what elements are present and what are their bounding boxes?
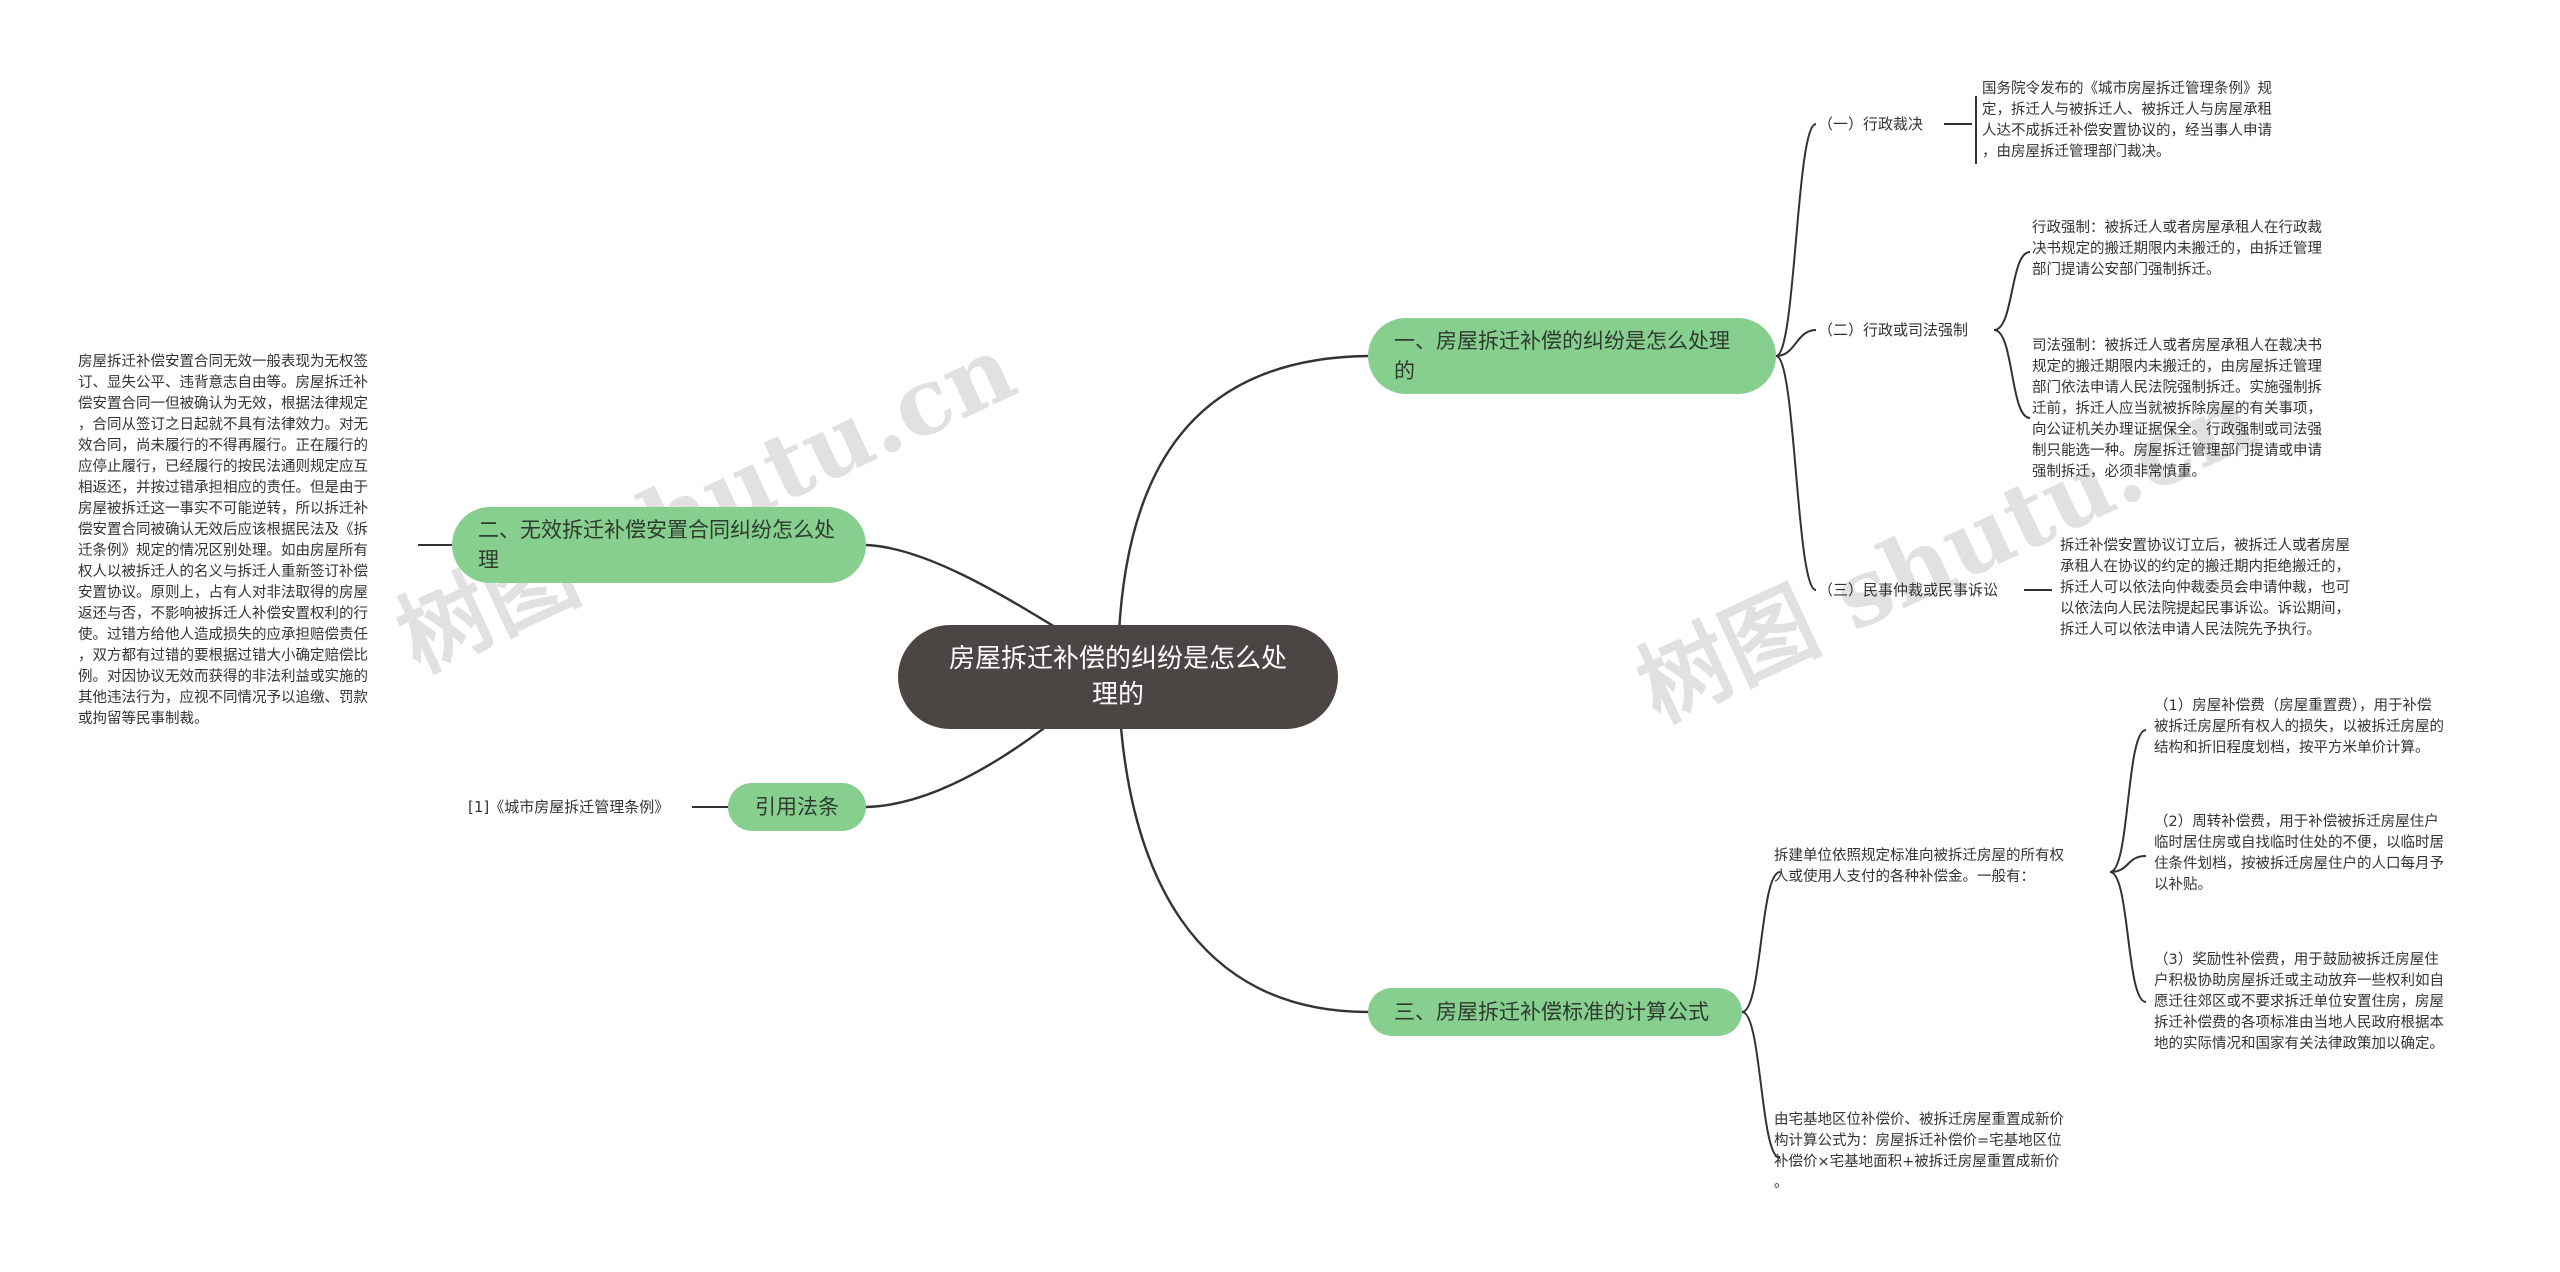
edge-b1-c2	[1775, 329, 1817, 357]
edge-b4-d1	[1741, 871, 1781, 1013]
text-compensation-item-1: （1）房屋补偿费（房屋重置费），用于补偿 被拆迁房屋所有权人的损失，以被拆迁房屋…	[2154, 698, 2444, 756]
text-administrative-enforcement: 行政强制：被拆迁人或者房屋承租人在行政裁 决书规定的搬迁期限内未搬迁的，由拆迁管…	[2032, 220, 2322, 278]
edge-b1-c3	[1775, 355, 1817, 591]
edge-b4-d2	[1741, 1011, 1781, 1159]
branch-node-3[interactable]: 引用法条	[728, 783, 866, 831]
text-compensation-item-3: （3）奖励性补偿费，用于鼓励被拆迁房屋住 户积极协助房屋拆迁或主动放弃一些权利如…	[2154, 952, 2444, 1052]
branch-1-label: 一、房屋拆迁补偿的纠纷是怎么处理的	[1394, 329, 1730, 383]
text-administrative-ruling: 国务院令发布的《城市房屋拆迁管理条例》规 定，拆迁人与被拆迁人、被拆迁人与房屋承…	[1982, 81, 2272, 160]
subtopic-enforcement[interactable]: （二）行政或司法强制	[1818, 321, 1969, 339]
text-arbitration-litigation: 拆迁补偿安置协议订立后，被拆迁人或者房屋 承租人在协议的约定的搬迁期内拒绝搬迁的…	[2060, 538, 2350, 638]
branch-2-label: 二、无效拆迁补偿安置合同纠纷怎么处理	[478, 518, 835, 572]
edge-c2-leaf1	[1993, 251, 2031, 331]
edge-root-b4	[1116, 664, 1369, 1014]
text-compensation-formula: 由宅基地区位补偿价、被拆迁房屋重置成新价 构计算公式为：房屋拆迁补偿价=宅基地区…	[1774, 1112, 2064, 1191]
branch-node-1[interactable]: 一、房屋拆迁补偿的纠纷是怎么处理的	[1368, 318, 1776, 394]
branch-node-4[interactable]: 三、房屋拆迁补偿标准的计算公式	[1368, 988, 1742, 1036]
branch-node-2[interactable]: 二、无效拆迁补偿安置合同纠纷怎么处理	[452, 507, 866, 583]
edge-b1-c1	[1775, 123, 1817, 357]
text-judicial-enforcement: 司法强制：被拆迁人或者房屋承租人在裁决书 规定的搬迁期限内未搬迁的，由房屋拆迁管…	[2032, 338, 2322, 480]
subtopic-arbitration-litigation[interactable]: （三）民事仲裁或民事诉讼	[1818, 581, 1999, 599]
text-invalid-contract: 房屋拆迁补偿安置合同无效一般表现为无权签 订、显失公平、违背意志自由等。房屋拆迁…	[78, 354, 368, 727]
edge-root-b1	[1116, 354, 1369, 666]
edge-d1-item2	[2109, 855, 2147, 873]
edge-d1-item1	[2109, 729, 2147, 873]
branch-4-label: 三、房屋拆迁补偿标准的计算公式	[1394, 1000, 1709, 1024]
subtopic-administrative-ruling[interactable]: （一）行政裁决	[1818, 115, 1924, 133]
branch-3-label: 引用法条	[755, 795, 839, 819]
edge-c2-leaf2	[1993, 329, 2031, 419]
text-compensation-item-2: （2）周转补偿费，用于补偿被拆迁房屋住户 临时居住房或自找临时住处的不便，以临时…	[2154, 814, 2444, 893]
text-cited-regulation[interactable]: [1]《城市房屋拆迁管理条例》	[468, 798, 670, 816]
root-node[interactable]: 房屋拆迁补偿的纠纷是怎么处理的	[898, 625, 1338, 729]
root-label: 房屋拆迁补偿的纠纷是怎么处理的	[948, 644, 1287, 710]
edge-d1-item3	[2109, 871, 2147, 1003]
text-compensation-intro: 拆建单位依照规定标准向被拆迁房屋的所有权 人或使用人支付的各种补偿金。一般有：	[1774, 848, 2064, 885]
